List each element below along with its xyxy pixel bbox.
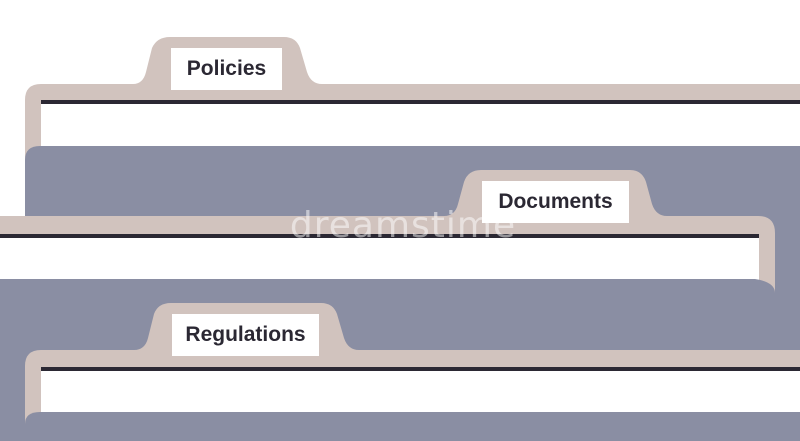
folder-back-slate-3	[25, 412, 800, 441]
tab-label-regulations: Regulations	[172, 314, 319, 356]
tab-label-policies: Policies	[171, 48, 282, 90]
tab-label-documents: Documents	[482, 181, 629, 223]
